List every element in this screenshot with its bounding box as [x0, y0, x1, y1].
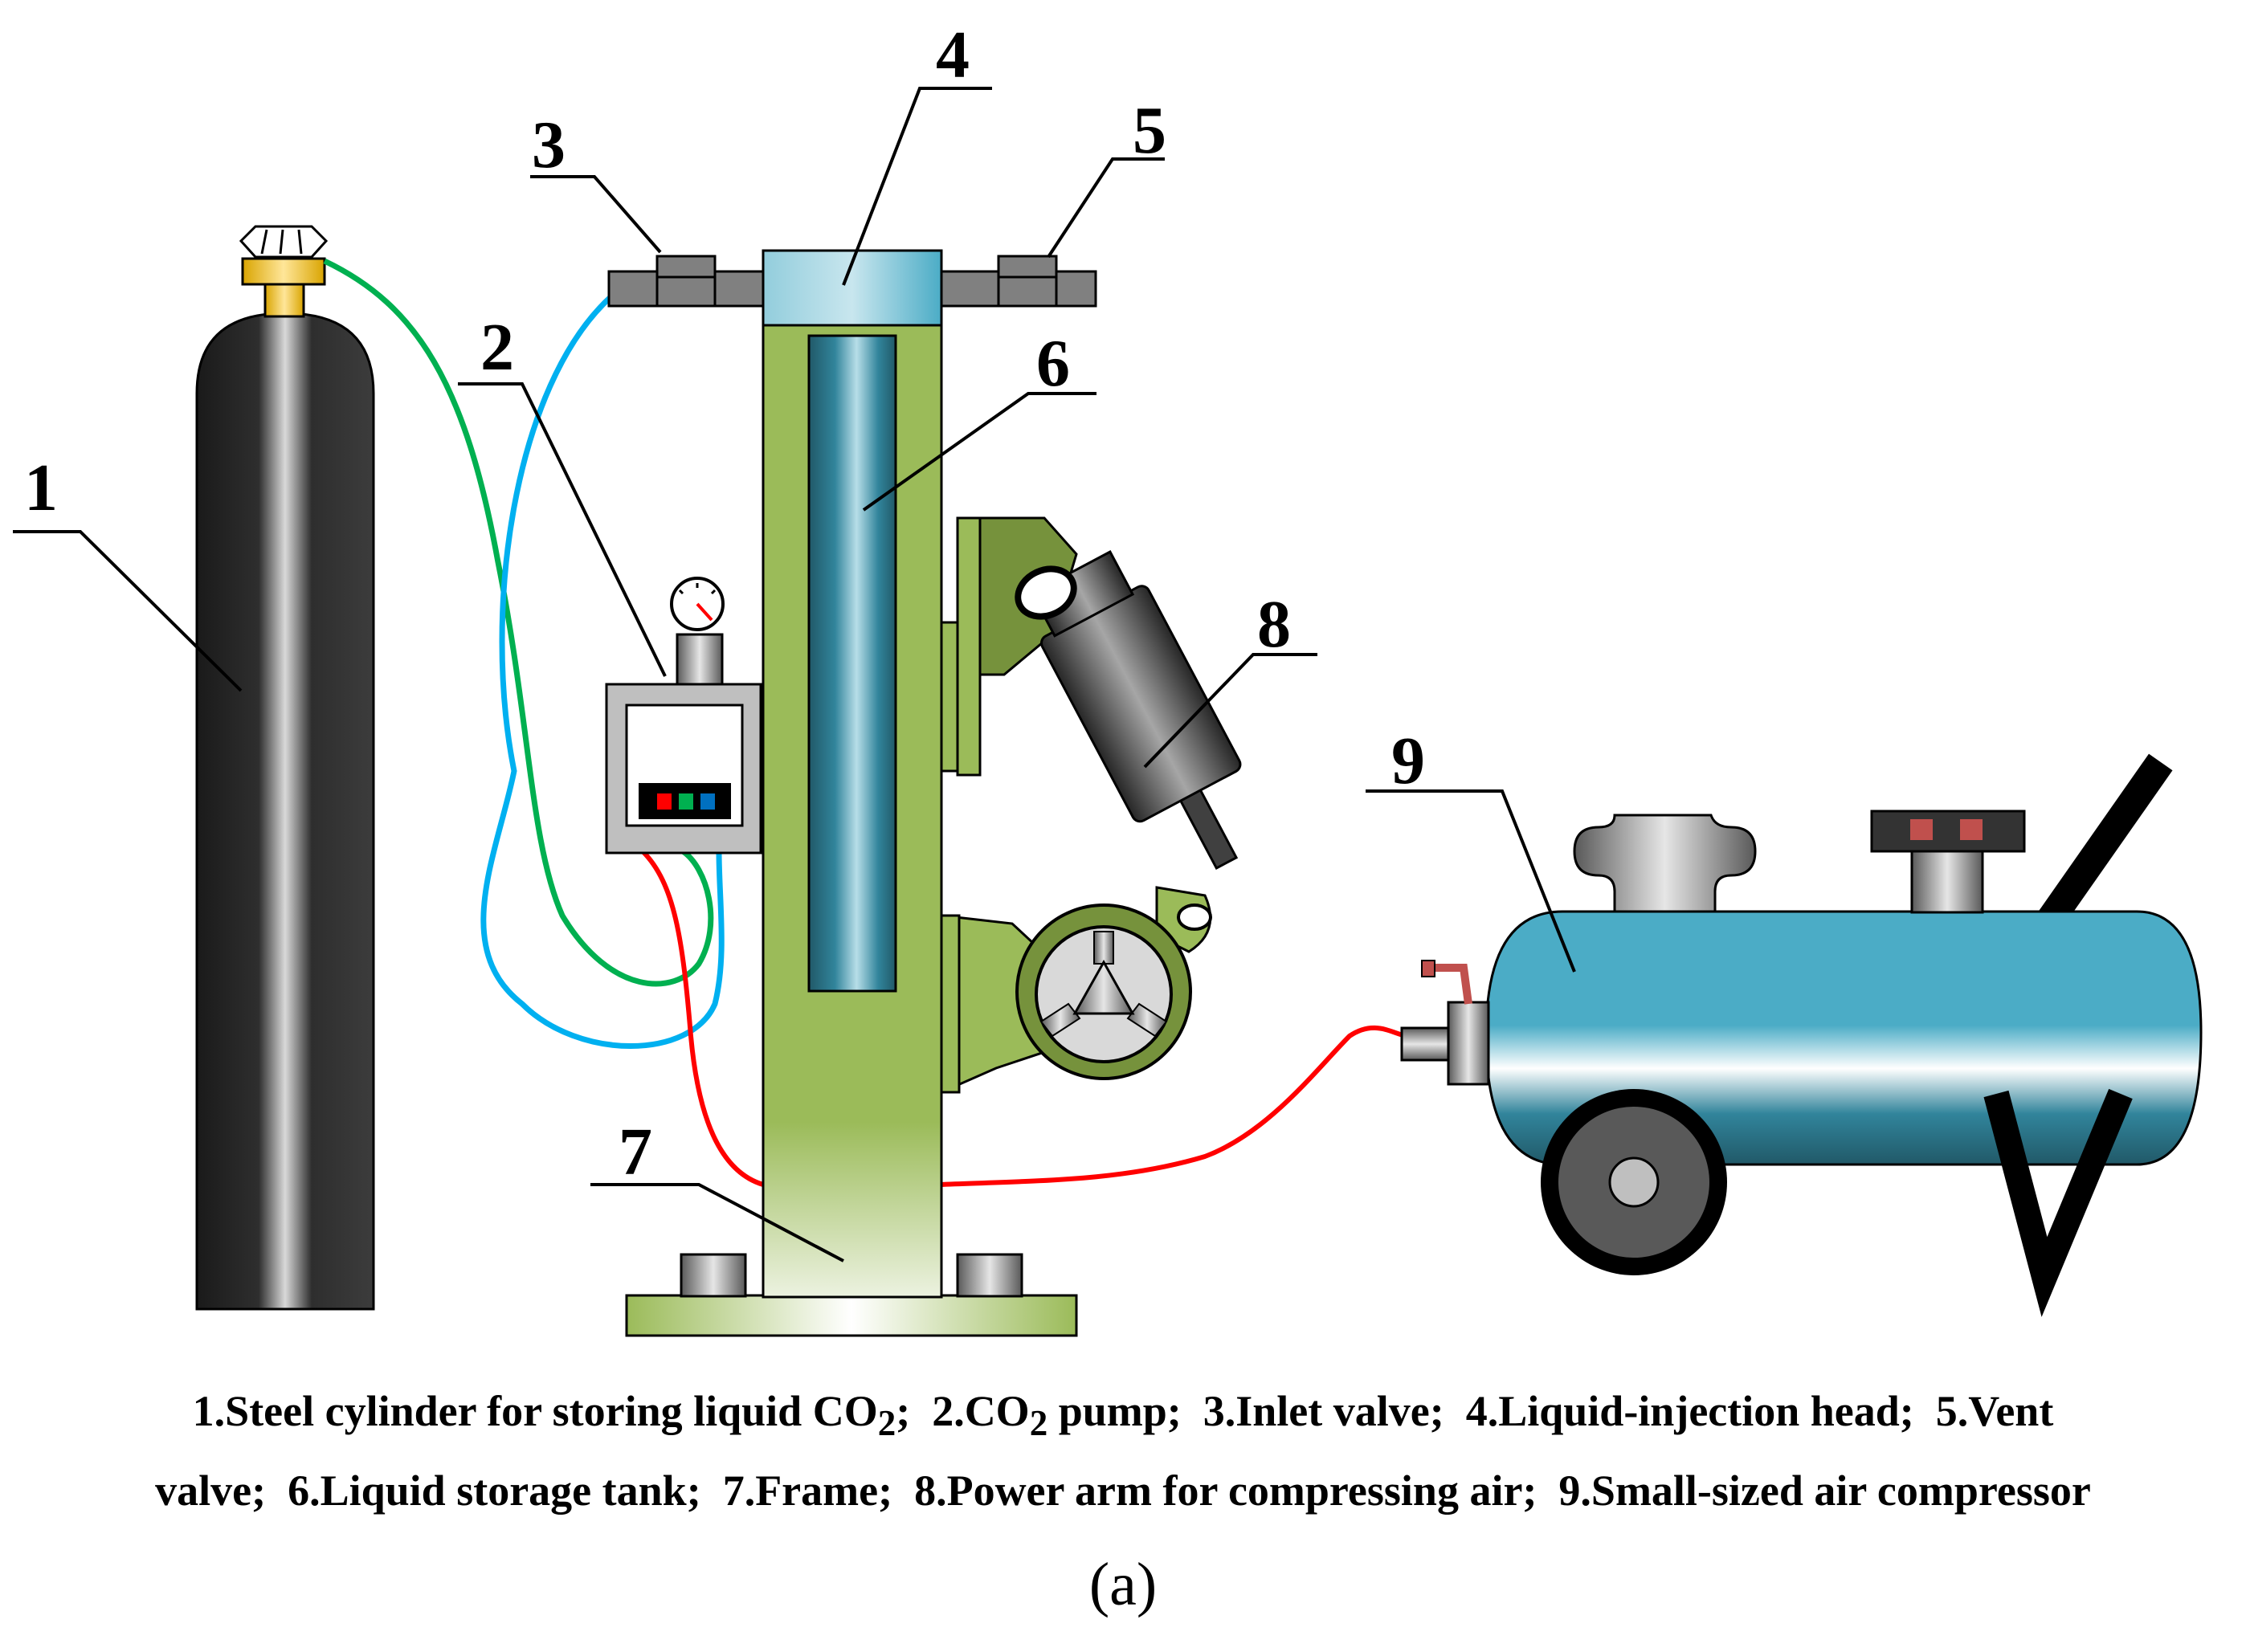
frame-foot-left [680, 1253, 747, 1298]
caption-item-4: 4.Liquid-injection head; [1465, 1387, 1914, 1435]
caption-item-2-end: pump; [1047, 1387, 1182, 1435]
compressor-outlet-fitting [1447, 1001, 1490, 1086]
caption-line-1: 1.Steel cylinder for storing liquid CO2;… [0, 1377, 2246, 1457]
red-hose [640, 849, 1407, 1187]
co2-pump [605, 577, 762, 855]
compressor-switch-2 [1960, 819, 1983, 840]
cylinder-valve-collar [241, 257, 326, 286]
frame-base-plate [625, 1294, 1078, 1337]
compressor-control-box [1870, 810, 2026, 853]
label-5: 5 [1133, 93, 1166, 168]
caption-item-1-subscript: 2 [877, 1402, 896, 1443]
leader-8 [1143, 653, 1317, 769]
air-compressor [1400, 753, 2203, 1317]
leader-7 [590, 1183, 844, 1262]
indicator-red-light [657, 793, 672, 810]
leader-4 [842, 87, 992, 286]
compressor-gauge-stand [1910, 848, 1984, 914]
figure-caption: 1.Steel cylinder for storing liquid CO2;… [0, 1377, 2246, 1524]
caption-item-2: 2.CO [932, 1387, 1030, 1435]
cylinder-neck [263, 279, 305, 318]
caption-item-9: 9.Small-sized air compressor [1558, 1466, 2091, 1515]
component-numbers: 1 2 3 4 5 6 7 8 9 [24, 18, 1425, 1189]
caption-item-1: 1.Steel cylinder for storing liquid CO [192, 1387, 878, 1435]
compressor-wheel-hub [1608, 1156, 1660, 1208]
power-arm [1015, 550, 1242, 1080]
label-9: 9 [1391, 724, 1425, 798]
liquid-storage-tank [807, 334, 897, 993]
caption-item-1-end: ; [896, 1387, 911, 1435]
indicator-green-light [679, 793, 693, 810]
label-6: 6 [1036, 326, 1070, 401]
leader-3 [530, 175, 662, 254]
inlet-valve [655, 255, 717, 308]
caption-line-2: valve; 6.Liquid storage tank; 7.Frame; 8… [0, 1457, 2246, 1524]
leader-2 [458, 382, 667, 677]
leader-lines [13, 87, 1576, 1262]
chuck-jaw-top [1093, 931, 1114, 965]
label-7: 7 [619, 1115, 652, 1189]
caption-item-5a: 5.Vent [1935, 1387, 2054, 1435]
vent-valve [997, 255, 1058, 308]
compressor-outlet-pipe [1400, 1026, 1453, 1062]
chuck-jaw-right [1126, 1002, 1168, 1038]
power-arm-top-eye [1015, 565, 1077, 620]
compressor-valve-tap [1428, 964, 1472, 1005]
leader-1 [13, 530, 243, 692]
green-hose [323, 258, 714, 987]
caption-item-8: 8.Power arm for compressing air; [914, 1466, 1537, 1515]
compressor-motor-cover [1573, 814, 1757, 913]
label-1: 1 [24, 451, 58, 525]
leader-6 [862, 392, 1096, 512]
indicator-blue-light [700, 793, 715, 810]
caption-item-5b: valve; [155, 1466, 267, 1515]
compressor-switch-1 [1910, 819, 1933, 840]
chuck-jaw-left [1039, 1002, 1081, 1038]
pump-gauge-stem [676, 633, 724, 687]
label-2: 2 [480, 310, 514, 385]
compressor-stand-legs [1983, 1088, 2133, 1317]
leader-9 [1366, 789, 1576, 973]
caption-item-6: 6.Liquid storage tank; [288, 1466, 701, 1515]
caption-item-7: 7.Frame; [722, 1466, 893, 1515]
label-4: 4 [936, 18, 970, 92]
frame-foot-right [956, 1253, 1023, 1298]
label-8: 8 [1257, 587, 1291, 662]
panel-label: (a) [1088, 1551, 1158, 1618]
blue-hose-inlet [480, 295, 725, 1049]
leader-5 [1047, 157, 1165, 259]
chuck-center [1072, 959, 1135, 1015]
power-arm-bottom-eye [1177, 904, 1212, 931]
steel-cylinder [195, 225, 375, 1311]
caption-item-2-subscript: 2 [1029, 1402, 1048, 1443]
manifold [607, 249, 1097, 327]
label-3: 3 [532, 108, 566, 182]
caption-item-3: 3.Inlet valve; [1203, 1387, 1444, 1435]
cylinder-body [195, 312, 375, 1311]
